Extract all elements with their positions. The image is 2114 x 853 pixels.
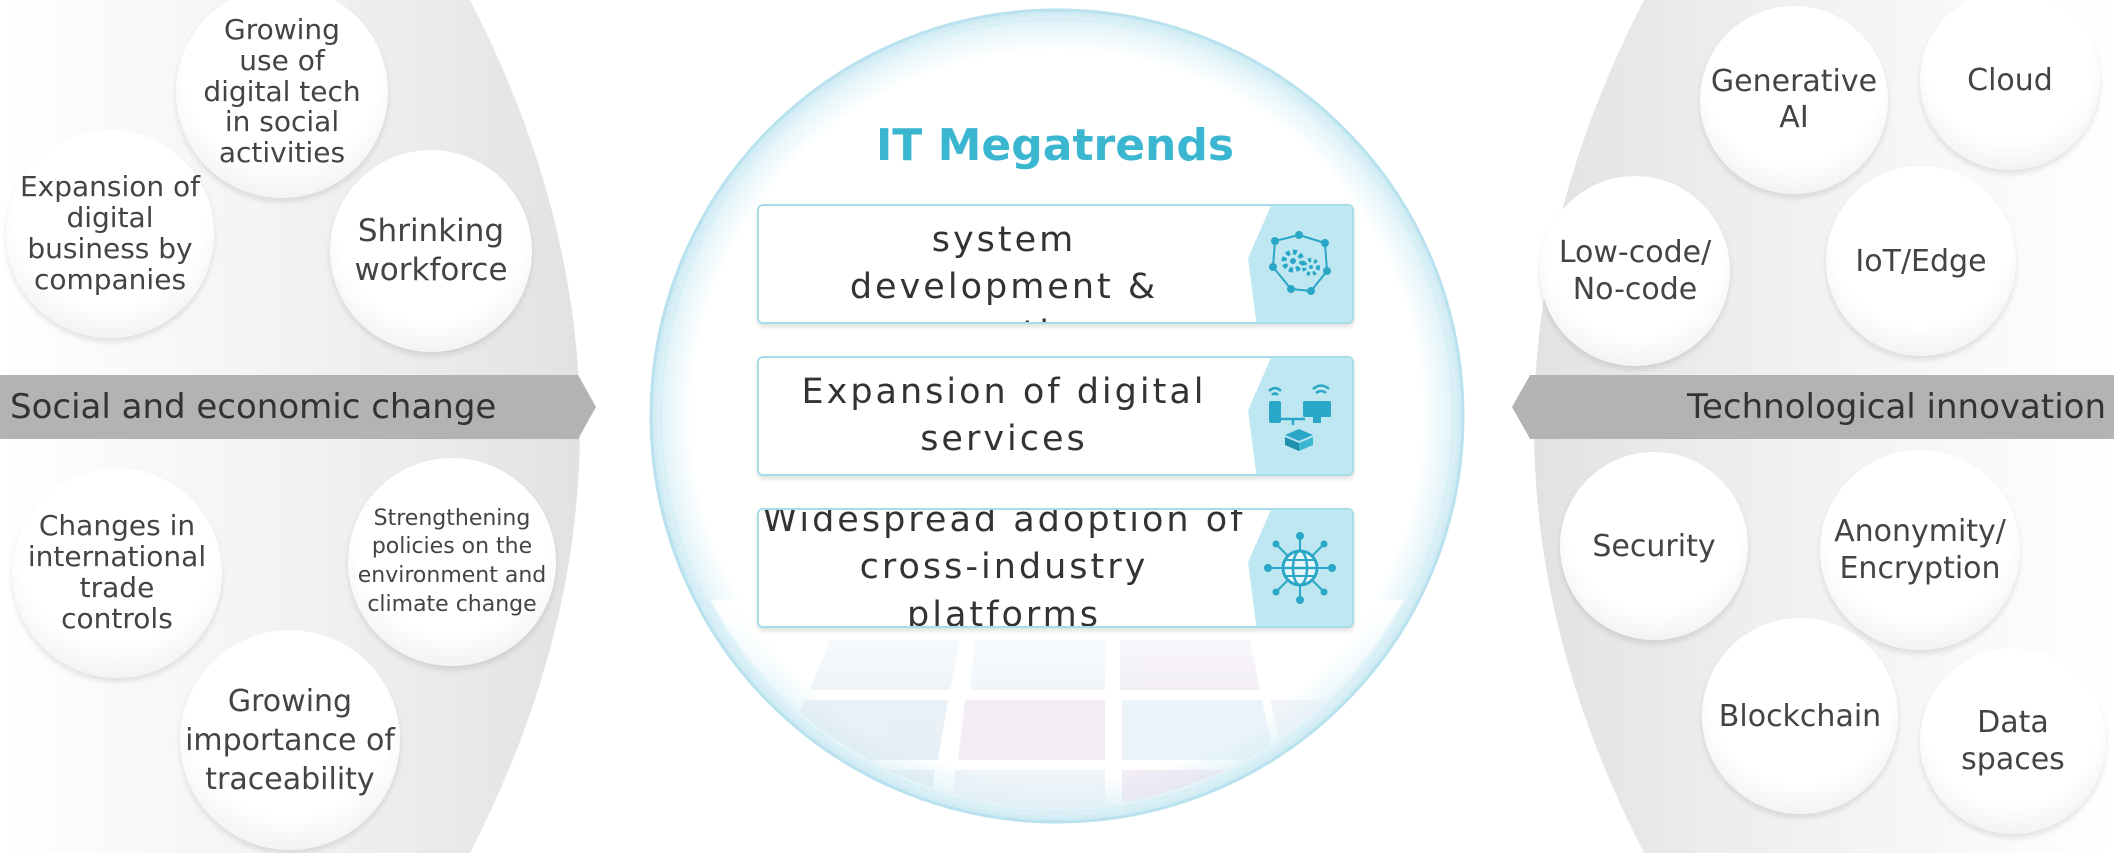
bubble-line: Growing — [224, 13, 340, 46]
bubble-low-code: Low-code/ No-code — [1540, 176, 1730, 366]
bubble-line: AI — [1779, 100, 1809, 135]
bubble-line: No-code — [1572, 272, 1698, 307]
bubble-cloud: Cloud — [1920, 0, 2100, 170]
bubble-line: Anonymity/ — [1834, 513, 2006, 549]
center-title: IT Megatrends — [875, 120, 1235, 171]
megatrend-card-cross-industry-platforms: Widespread adoption of cross-industry pl… — [757, 508, 1354, 628]
bubble-line: digital tech — [203, 74, 361, 108]
bubble-digital-tech-social: Growing use of digital tech in social ac… — [176, 0, 388, 198]
bubble-line: policies on the — [371, 534, 533, 560]
bubble-line: Low-code/ — [1558, 234, 1712, 270]
bubble-line: international — [27, 540, 207, 574]
bubble-line: controls — [61, 601, 173, 635]
left-banner-label: Social and economic change — [10, 387, 497, 427]
devices-cloud-icon — [1248, 358, 1352, 474]
bubble-line: Changes in — [38, 509, 196, 543]
bubble-line: Growing — [227, 683, 353, 719]
bubble-line: use of — [239, 43, 325, 77]
bubble-line: workforce — [354, 252, 508, 288]
bubble-line: trade — [79, 571, 155, 604]
card-label-line: services — [920, 419, 1088, 459]
bubble-trade-controls: Changes in international trade controls — [12, 468, 222, 678]
network-gears-icon — [1248, 206, 1352, 322]
card-label: Expansion of digital services — [759, 358, 1249, 474]
left-banner: Social and economic change — [0, 375, 596, 439]
card-label-line: Transformation of system — [825, 206, 1180, 260]
card-label-line: Widespread adoption of — [762, 508, 1246, 541]
bubble-line: Security — [1592, 528, 1716, 564]
bubble-line: spaces — [1961, 742, 2065, 777]
bubble-line: companies — [33, 262, 187, 296]
bubble-line: climate change — [367, 591, 537, 617]
bubble-line: Data — [1977, 704, 2049, 740]
bubble-line: in social — [224, 105, 340, 139]
megatrend-card-system-development: Transformation of system development & o… — [757, 204, 1354, 324]
bubble-security: Security — [1560, 452, 1748, 640]
bubble-line: activities — [218, 136, 346, 170]
bubble-environment-policies: Strengthening policies on the environmen… — [348, 458, 556, 666]
bubble-line: Blockchain — [1718, 698, 1882, 734]
bubble-line: Strengthening — [373, 505, 531, 531]
bubble-line: business by — [27, 232, 193, 265]
bubble-traceability: Growing importance of traceability — [180, 630, 400, 850]
bubble-line: digital — [66, 201, 154, 235]
bubble-line: Cloud — [1967, 62, 2053, 98]
bubble-line: IoT/Edge — [1855, 243, 1987, 279]
card-label-line: Expansion of digital — [801, 371, 1207, 412]
bubble-line: Expansion of — [19, 170, 201, 204]
right-banner: Technological innovation — [1512, 375, 2114, 439]
bubble-line: traceability — [205, 761, 375, 797]
card-label-line: development & operation — [849, 267, 1159, 322]
card-label: Widespread adoption of cross-industry pl… — [759, 510, 1249, 626]
bubble-line: Encryption — [1839, 551, 2001, 586]
bubble-iot-edge: IoT/Edge — [1826, 166, 2016, 356]
megatrend-card-digital-services: Expansion of digital services — [757, 356, 1354, 476]
bubble-shrinking-workforce: Shrinking workforce — [330, 150, 532, 352]
bubble-data-spaces: Data spaces — [1920, 648, 2106, 834]
bubble-digital-business: Expansion of digital business by compani… — [6, 130, 214, 338]
bubble-line: Generative — [1710, 64, 1878, 99]
bubble-anonymity-encryption: Anonymity/ Encryption — [1820, 450, 2020, 650]
bubble-line: Shrinking — [357, 213, 505, 250]
bubble-line: environment and — [357, 563, 547, 588]
globe-network-icon — [1248, 510, 1352, 626]
card-label-line: cross-industry platforms — [859, 547, 1149, 628]
right-banner-label: Technological innovation — [1687, 387, 2106, 427]
bubble-blockchain: Blockchain — [1702, 618, 1898, 814]
card-label: Transformation of system development & o… — [759, 206, 1249, 322]
bubble-generative-ai: Generative AI — [1700, 6, 1888, 194]
bubble-line: importance of — [185, 722, 395, 758]
